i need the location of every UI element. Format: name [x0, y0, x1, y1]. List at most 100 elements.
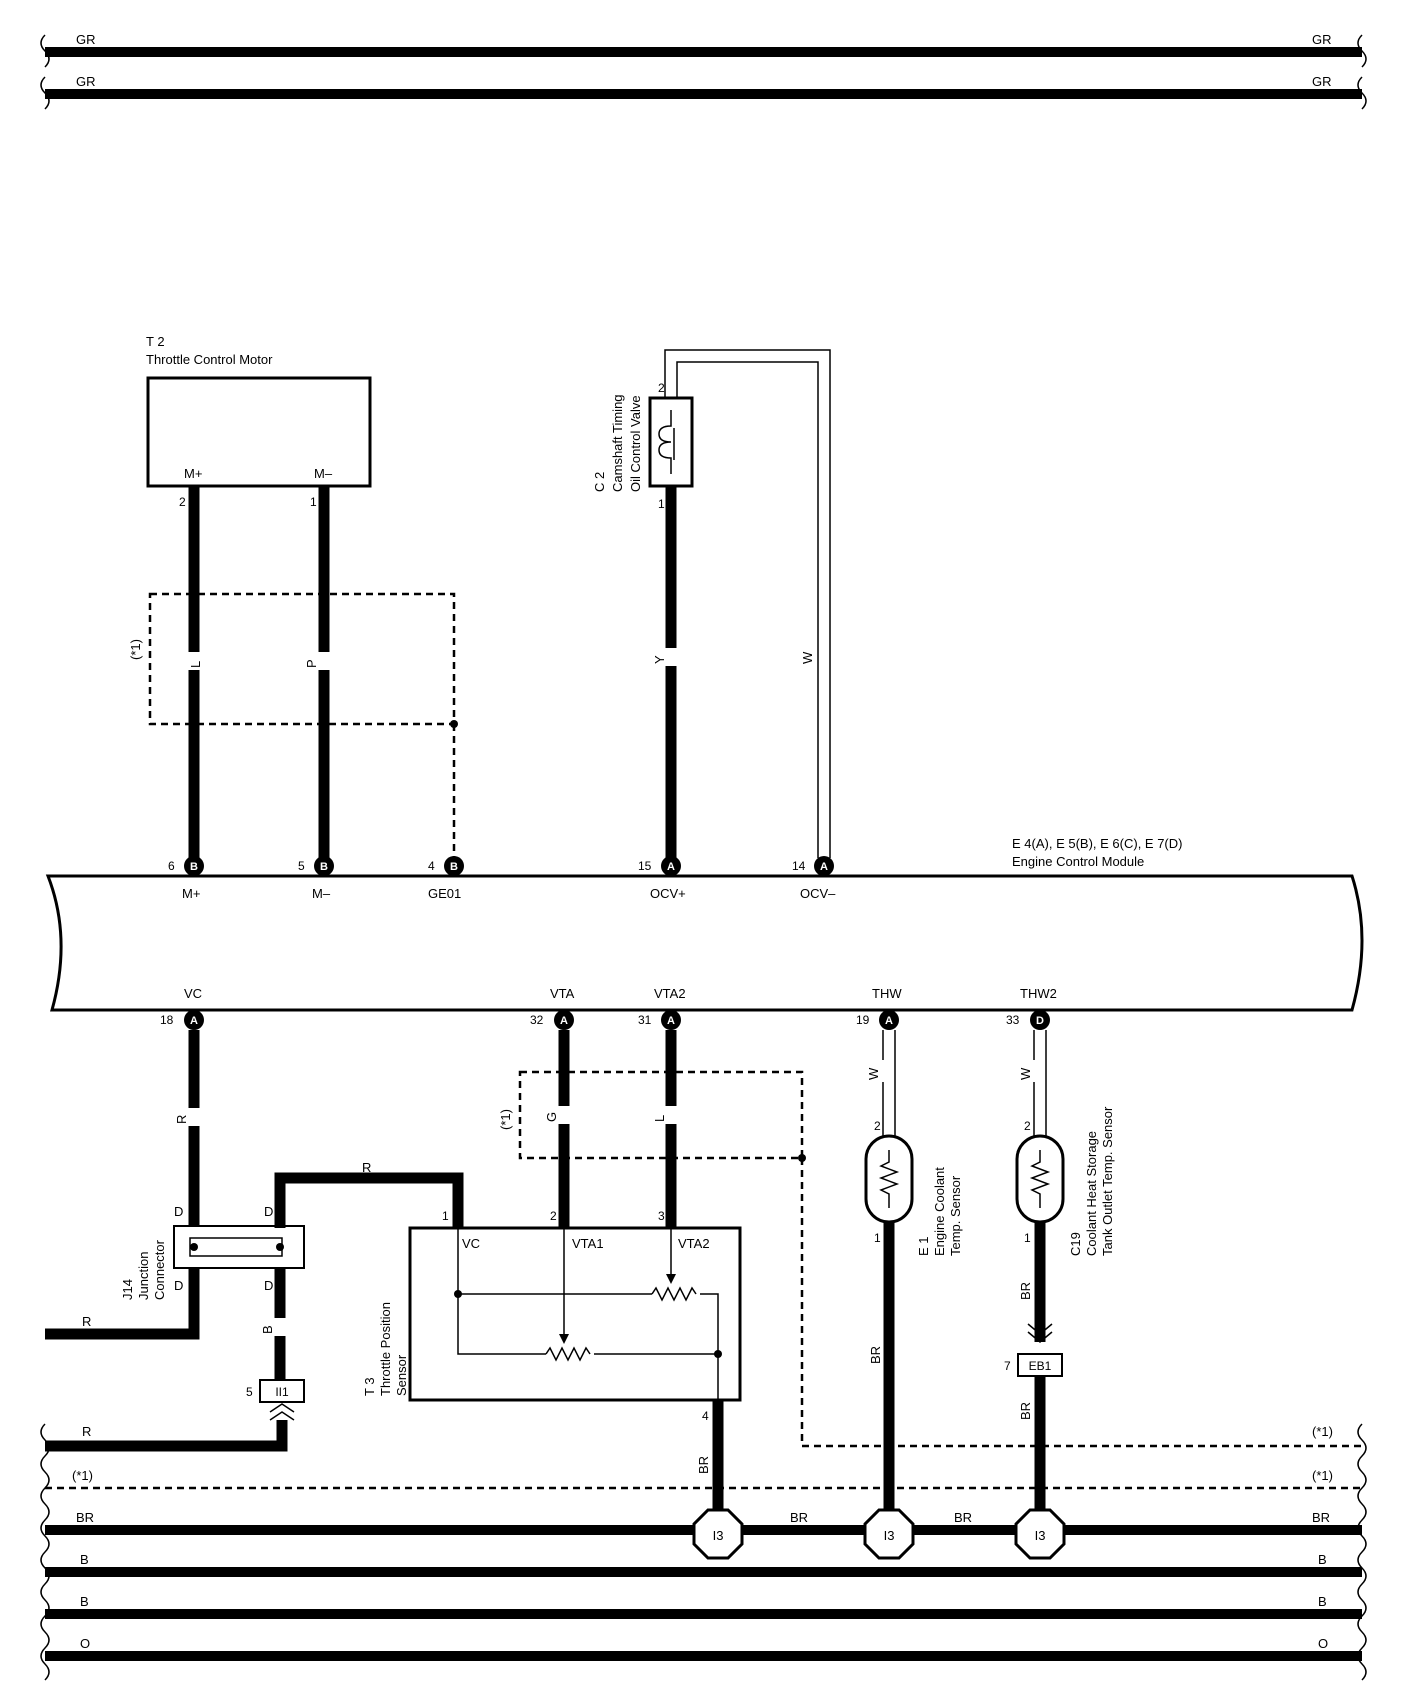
- thermistor-icon: [878, 1150, 900, 1208]
- tps-box: [408, 1226, 742, 1402]
- bus-label-right: GR: [1312, 74, 1332, 89]
- ground-splice: I3: [692, 1508, 744, 1560]
- svg-text:THW2: THW2: [1020, 986, 1057, 1001]
- throttle-control-motor: T 2 Throttle Control Motor M+ M– 2 1 (*1…: [128, 334, 458, 858]
- bus-label-left: B: [80, 1594, 89, 1609]
- svg-text:A: A: [885, 1015, 893, 1027]
- component-name: Coolant Heat Storage: [1084, 1131, 1099, 1256]
- svg-text:I3: I3: [1035, 1528, 1046, 1543]
- svg-text:19: 19: [856, 1013, 870, 1027]
- shield-box: [518, 1070, 804, 1160]
- svg-text:B: B: [320, 861, 328, 873]
- svg-text:33: 33: [1006, 1013, 1020, 1027]
- bottom-bus: (*1) (*1) BR BR BR BR B B B B O O I3 I3 …: [40, 1423, 1367, 1681]
- wire-color: R: [174, 1115, 189, 1124]
- oil-control-valve: C 2 Camshaft Timing Oil Control Valve 2 …: [592, 349, 831, 858]
- pin-number: 2: [550, 1209, 557, 1223]
- pin-label: VTA2: [678, 1236, 710, 1251]
- tps-circuit: [457, 1228, 719, 1355]
- wire-color: BR: [1018, 1282, 1033, 1300]
- component-name: Throttle Control Motor: [146, 352, 273, 367]
- svg-text:GE01: GE01: [428, 886, 461, 901]
- wire-color: Y: [652, 655, 667, 664]
- component-name: Temp. Sensor: [948, 1175, 963, 1256]
- svg-text:18: 18: [160, 1013, 174, 1027]
- svg-text:EB1: EB1: [1029, 1359, 1052, 1373]
- ecm-pin: VC A 18: [160, 986, 204, 1030]
- pin-number: 1: [442, 1209, 449, 1223]
- svg-text:B: B: [450, 861, 458, 873]
- motor-box: [146, 376, 372, 488]
- svg-text:6: 6: [168, 859, 175, 873]
- pin-number: 1: [310, 495, 317, 509]
- component-code: C19: [1068, 1232, 1083, 1256]
- shield-label: (*1): [1312, 1424, 1333, 1439]
- svg-text:A: A: [560, 1015, 568, 1027]
- shield-label: (*1): [498, 1109, 513, 1130]
- throttle-position-sensor: G L (*1) (*1) 1 2 3 VC VTA1 VTA2 4 BR T …: [362, 1030, 1362, 1512]
- wire-color: P: [304, 659, 319, 668]
- svg-text:A: A: [820, 861, 828, 873]
- pin-number: 5: [246, 1385, 253, 1399]
- component-name: Oil Control Valve: [628, 395, 643, 492]
- wire-r-left: [45, 1268, 200, 1340]
- bus-label-left: B: [80, 1552, 89, 1567]
- svg-text:OCV–: OCV–: [800, 886, 836, 901]
- bus-label-right: B: [1318, 1552, 1327, 1567]
- ground-splice: I3: [863, 1508, 915, 1560]
- wire-ocv-minus-inner: [676, 361, 819, 858]
- svg-text:4: 4: [428, 859, 435, 873]
- connector-arrow-icon: [1027, 1323, 1053, 1343]
- pin-number: 4: [702, 1409, 709, 1423]
- pin-label: D: [264, 1204, 273, 1219]
- ecm-pin: THW A 19: [856, 986, 902, 1030]
- component-code: E 1: [916, 1236, 931, 1256]
- pin-number: 2: [658, 381, 665, 395]
- component-code: C 2: [592, 472, 607, 492]
- ecm-box: [45, 874, 1364, 1012]
- pin-number: 1: [1024, 1231, 1031, 1245]
- wire-color: R: [82, 1424, 91, 1439]
- component-name: Engine Coolant: [932, 1167, 947, 1256]
- svg-text:VTA: VTA: [550, 986, 575, 1001]
- connector-arrow-icon: [269, 1403, 295, 1421]
- wire-color: W: [1018, 1067, 1033, 1080]
- wire-color: R: [82, 1314, 91, 1329]
- component-name: Throttle Position: [378, 1302, 393, 1396]
- bus-label-right: O: [1318, 1636, 1328, 1651]
- component-code: T 2: [146, 334, 165, 349]
- ecm-pin: B 6 M+: [168, 856, 204, 901]
- pin-number: 1: [874, 1231, 881, 1245]
- wire-color: L: [188, 661, 203, 668]
- svg-text:THW: THW: [872, 986, 902, 1001]
- bus-label-right: (*1): [1312, 1468, 1333, 1483]
- thermistor-box: [864, 1134, 914, 1224]
- coil-icon: [658, 410, 672, 474]
- bus-label-left: BR: [76, 1510, 94, 1525]
- ecm-pin: B 5 M–: [298, 856, 334, 901]
- svg-text:14: 14: [792, 859, 806, 873]
- thermistor-icon: [1029, 1150, 1051, 1208]
- wire-color: BR: [1018, 1402, 1033, 1420]
- svg-text:VTA2: VTA2: [654, 986, 686, 1001]
- bus-label-left: GR: [76, 74, 96, 89]
- bus-label-left: GR: [76, 32, 96, 47]
- component-name: Connector: [152, 1239, 167, 1300]
- svg-text:15: 15: [638, 859, 652, 873]
- potentiometer-icon: [545, 1346, 591, 1362]
- svg-text:M–: M–: [312, 886, 331, 901]
- wire-color: L: [652, 1115, 667, 1122]
- component-code: J14: [120, 1279, 135, 1300]
- wire-color: W: [866, 1067, 881, 1080]
- pin-number: 2: [874, 1119, 881, 1133]
- component-name: Sensor: [394, 1354, 409, 1396]
- wire-color: BR: [696, 1456, 711, 1474]
- bus-label-right: B: [1318, 1594, 1327, 1609]
- splice-dot: [450, 720, 458, 728]
- svg-text:D: D: [1036, 1015, 1044, 1027]
- engine-coolant-temp-sensor: W 2 1 BR E 1 Engine Coolant Temp. Sensor: [864, 1030, 963, 1512]
- svg-text:A: A: [190, 1015, 198, 1027]
- svg-text:5: 5: [298, 859, 305, 873]
- pin-number: 1: [658, 497, 665, 511]
- svg-text:I3: I3: [884, 1528, 895, 1543]
